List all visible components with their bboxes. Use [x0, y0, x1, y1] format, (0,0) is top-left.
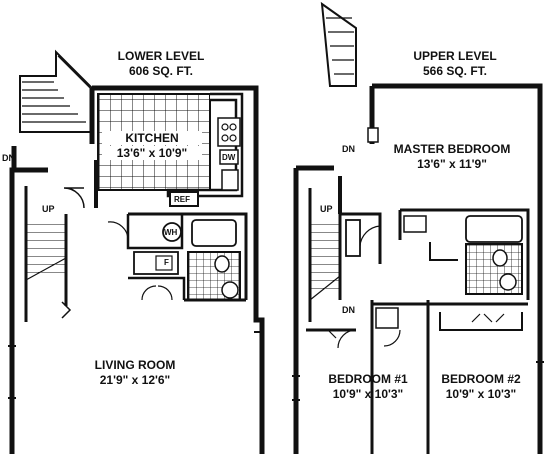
upper-down-mark-mid: DN	[342, 305, 355, 315]
bedroom-2-size: 10'9" x 10'3"	[445, 387, 517, 401]
upper-level-plan	[292, 1, 544, 454]
upper-level-title: UPPER LEVEL	[413, 49, 497, 63]
lower-down-mark: DN	[2, 153, 15, 163]
bedroom-1-label: BEDROOM #1	[328, 372, 408, 386]
bedroom-2-label: BEDROOM #2	[441, 372, 521, 386]
kitchen-size: 13'6" x 10'9"	[102, 146, 202, 160]
lower-up-mark: UP	[42, 204, 55, 214]
master-bedroom-size: 13'6" x 11'9"	[417, 157, 487, 171]
upper-exterior-stairs	[320, 1, 357, 87]
dishwasher-label: DW	[222, 153, 236, 162]
living-room-size: 21'9" x 12'6"	[99, 373, 171, 387]
lower-outer-wall	[92, 85, 265, 454]
upper-up-mark: UP	[320, 204, 333, 214]
lower-level-area: 606 SQ. FT.	[128, 64, 194, 78]
upper-interior-stairs	[308, 188, 342, 322]
upper-level-area: 566 SQ. FT.	[422, 64, 488, 78]
lower-level-title: LOWER LEVEL	[117, 49, 205, 63]
kitchen-label: KITCHEN	[102, 131, 202, 145]
lower-interior-stairs	[24, 186, 85, 322]
bedroom-1-size: 10'9" x 10'3"	[332, 387, 404, 401]
upper-outer-wall	[372, 83, 543, 454]
water-heater-label: WH	[164, 228, 178, 237]
master-bedroom-label: MASTER BEDROOM	[393, 142, 511, 156]
lower-level-plan	[8, 49, 265, 454]
furnace-label: F	[164, 258, 169, 267]
refrigerator-label: REF	[174, 195, 190, 204]
living-room-label: LIVING ROOM	[94, 358, 176, 372]
upper-down-mark-top: DN	[342, 144, 355, 154]
lower-exterior-stairs	[19, 49, 93, 133]
